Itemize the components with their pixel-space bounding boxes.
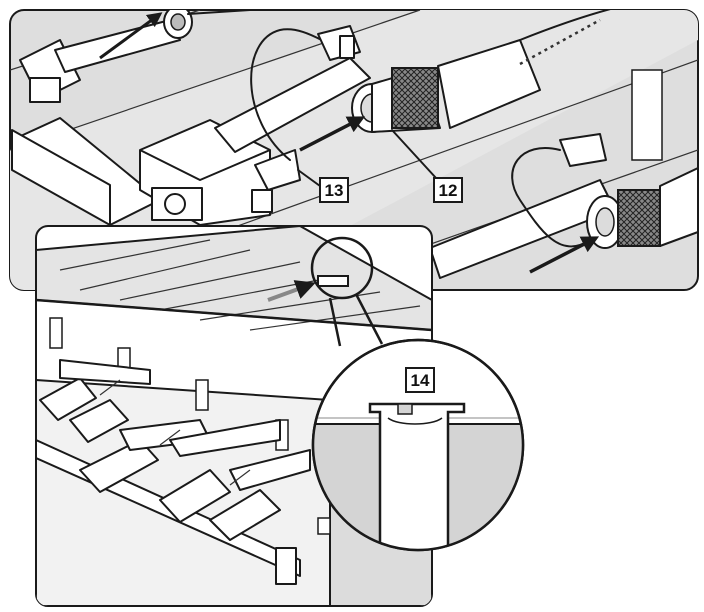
zoom-leader: [310, 236, 384, 347]
callout-13-label: 13: [325, 181, 344, 200]
top-detail-panel: 13 12: [9, 9, 699, 291]
callout-12-label: 12: [439, 181, 458, 200]
callout-12: 12: [391, 129, 463, 203]
valve-center: [139, 25, 371, 226]
callout-13: 13: [297, 169, 349, 203]
callout-14: 14: [405, 367, 435, 393]
callout-14-label: 14: [411, 371, 430, 390]
valve-right: [429, 133, 698, 279]
